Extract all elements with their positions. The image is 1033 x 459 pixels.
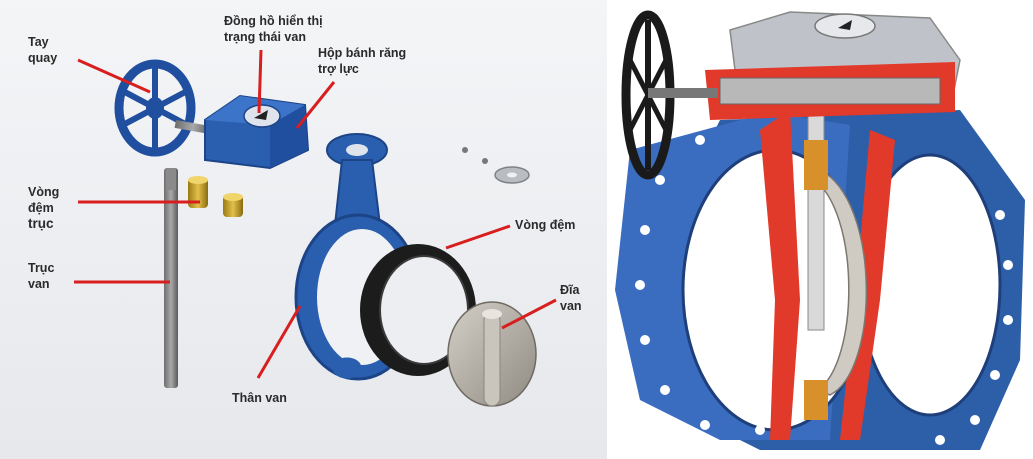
label-truc-van-line1: Trục [28,261,54,275]
label-vong-dem-truc-line2: đệm [28,201,54,215]
screw-2 [482,158,488,164]
label-vong-dem: Vòng đệm [515,218,575,232]
cutaway-handwheel [621,10,718,180]
label-than-van: Thân van [232,391,287,405]
valve-disc [447,301,537,407]
label-dong-ho-line2: trạng thái van [224,30,306,44]
label-vong-dem-truc-line3: trục [28,216,54,231]
label-dia-van-line1: Đĩa [560,283,581,297]
shaft-key [166,168,176,190]
label-dia-van-line2: van [560,299,582,313]
wheel-stem [174,120,212,135]
seat-gasket [360,244,476,376]
label-tay-quay-line1: Tay [28,35,49,49]
shaft-bushing-2-top [223,193,243,201]
shaft-bushing-1-top [188,176,208,184]
leader-lines [74,49,557,379]
leader-dong-ho [257,49,263,114]
label-truc-van-line2: van [28,277,50,291]
leader-than-van [256,305,302,379]
leader-hop-banh-rang [295,81,336,129]
label-dong-ho-line1: Đồng hồ hiển thị [224,14,323,28]
cutaway-valve [607,0,1033,459]
label-tay-quay-line2: quay [28,51,57,65]
leader-dia-van [501,298,557,330]
handwheel [114,59,196,157]
label-hop-line2: trợ lực [318,62,359,76]
gearbox [204,94,310,170]
label-hop-line1: Hộp bánh răng [318,46,406,60]
label-vong-dem-truc-line1: Vòng [28,185,59,199]
screw-1 [462,147,468,153]
flange-bolt-holes [635,135,1013,445]
shaft-bushing-2 [223,195,243,217]
leader-tay-quay [77,58,151,94]
washer-hole [507,172,517,178]
leader-vong-dem [445,224,511,250]
valve-shaft [164,168,178,388]
